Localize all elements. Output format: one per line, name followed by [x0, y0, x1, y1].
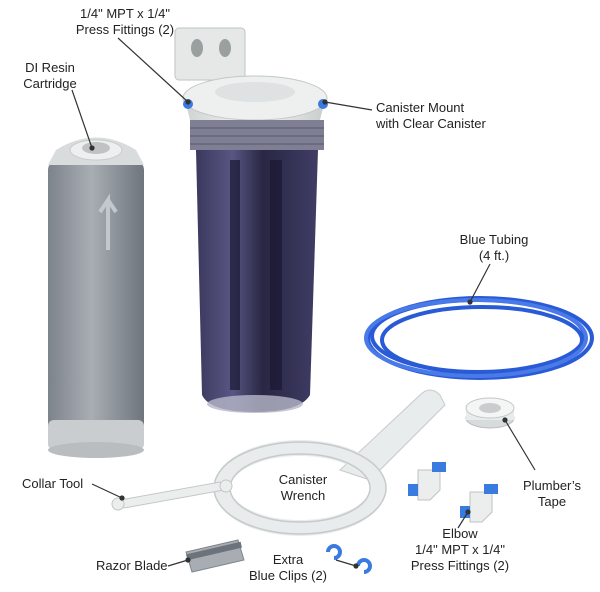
- label-canister-mount: Canister Mount with Clear Canister: [376, 100, 506, 132]
- extra-blue-clips: [326, 544, 372, 574]
- label-line: DI Resin: [25, 60, 75, 75]
- label-press-fittings-top: 1/4" MPT x 1/4" Press Fittings (2): [70, 6, 180, 38]
- mount-bracket: [174, 27, 246, 81]
- label-line: with Clear Canister: [376, 116, 486, 131]
- canister-head: [182, 75, 328, 150]
- plumbers-tape-roll: [465, 397, 515, 429]
- label-line: (4 ft.): [478, 248, 510, 263]
- label-line: Canister Mount: [376, 100, 465, 115]
- label-line: Wrench: [280, 488, 326, 503]
- label-line: 1/4" MPT x 1/4": [80, 6, 170, 21]
- label-line: Collar Tool: [22, 476, 84, 491]
- di-resin-cartridge: [48, 137, 144, 458]
- razor-blade: [185, 539, 245, 573]
- label-collar-tool: Collar Tool: [22, 476, 102, 492]
- label-blue-tubing: Blue Tubing (4 ft.): [446, 232, 542, 264]
- label-line: Blue Tubing: [459, 232, 529, 247]
- label-line: Press Fittings (2): [75, 22, 175, 37]
- leader-lines: [71, 37, 536, 569]
- label-line: Blue Clips (2): [248, 568, 328, 583]
- label-elbow: Elbow 1/4" MPT x 1/4" Press Fittings (2): [400, 526, 520, 574]
- label-line: Extra: [272, 552, 304, 567]
- label-line: Cartridge: [23, 76, 77, 91]
- label-line: Canister: [278, 472, 328, 487]
- label-extra-clips: Extra Blue Clips (2): [240, 552, 336, 584]
- label-di-resin: DI Resin Cartridge: [10, 60, 90, 92]
- label-plumbers-tape: Plumber’s Tape: [514, 478, 590, 510]
- label-line: Tape: [537, 494, 567, 509]
- label-canister-wrench: Canister Wrench: [268, 472, 338, 504]
- label-line: Razor Blade: [96, 558, 168, 573]
- elbow-fittings: [408, 462, 498, 523]
- collar-tool: [111, 479, 233, 511]
- label-line: Plumber’s: [522, 478, 582, 493]
- label-line: 1/4" MPT x 1/4": [415, 542, 505, 557]
- label-razor-blade: Razor Blade: [96, 558, 176, 574]
- label-line: Press Fittings (2): [410, 558, 510, 573]
- clear-canister: [196, 150, 318, 413]
- blue-tubing-coil: [364, 296, 594, 380]
- label-line: Elbow: [442, 526, 478, 541]
